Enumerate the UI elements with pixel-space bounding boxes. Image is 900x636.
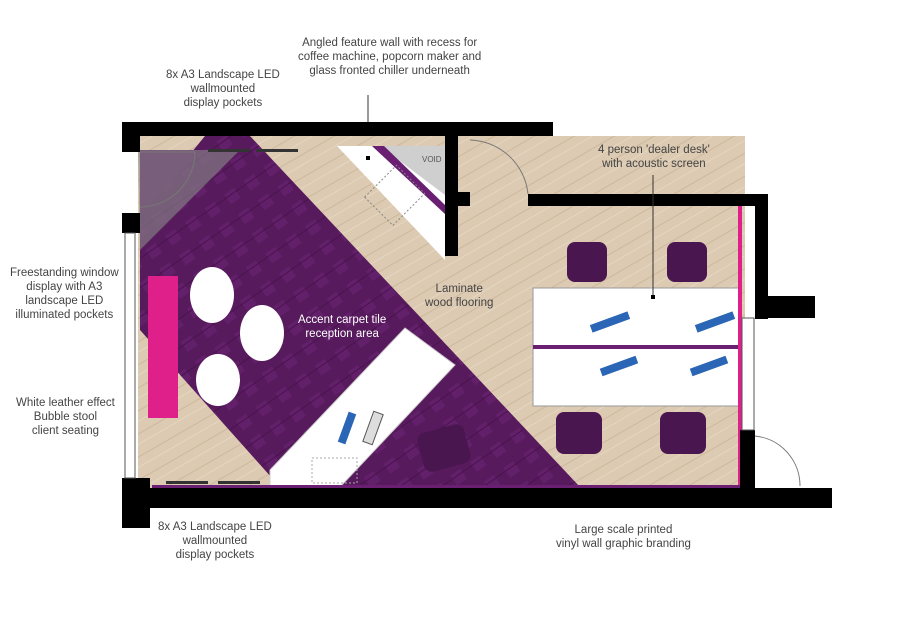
windows xyxy=(124,232,755,479)
walls xyxy=(122,122,832,528)
recess-outline xyxy=(363,164,426,227)
marker xyxy=(366,156,370,160)
keyboard xyxy=(362,410,384,446)
wall-strip xyxy=(152,485,742,488)
led-pockets xyxy=(166,149,298,484)
monitors xyxy=(589,311,736,377)
bubble-stools xyxy=(190,267,284,406)
grey-entry xyxy=(138,150,240,250)
vinyl-wall-graphic xyxy=(738,206,742,488)
dealer-chairs xyxy=(556,242,707,454)
label-dealer-desk: 4 person 'dealer desk'with acoustic scre… xyxy=(598,144,710,170)
feature-wall-purple xyxy=(372,146,445,214)
reception-chair xyxy=(417,424,471,472)
acoustic-screen xyxy=(533,345,739,349)
marker xyxy=(651,295,655,299)
doors xyxy=(139,139,801,487)
carpet-area xyxy=(140,136,580,487)
desk-outline xyxy=(311,457,358,484)
window-display xyxy=(148,276,178,418)
monitor xyxy=(337,411,357,445)
label-void: VOID xyxy=(422,155,442,164)
